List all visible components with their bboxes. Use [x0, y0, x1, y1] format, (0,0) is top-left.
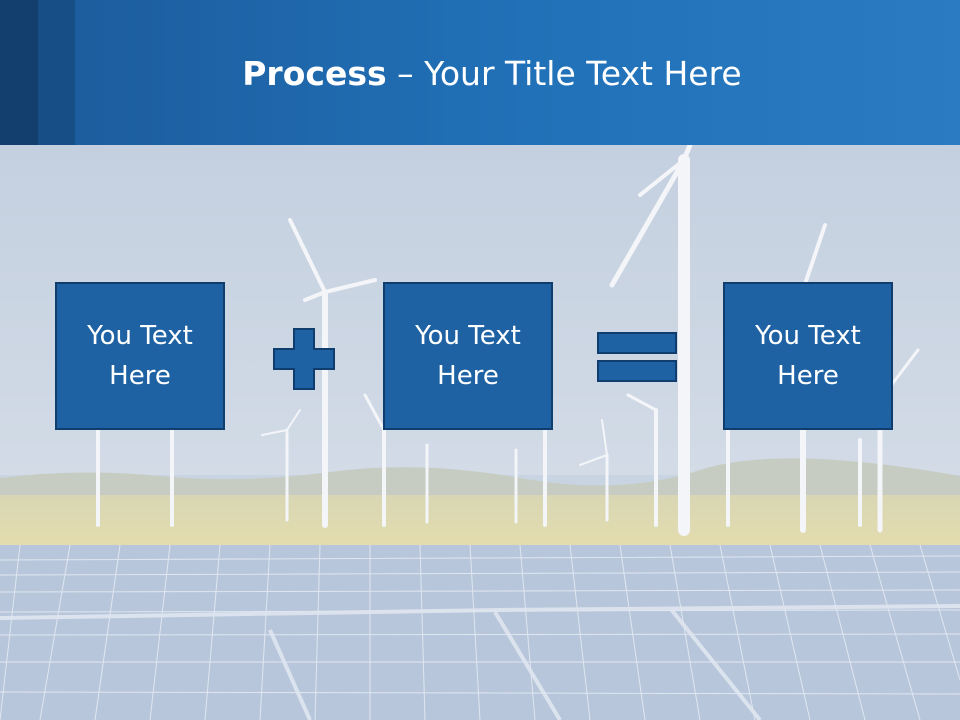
process-box-text: You Text Here [87, 321, 193, 391]
process-box-1[interactable]: You Text Here [55, 282, 225, 430]
process-box-text: You Text Here [755, 321, 861, 391]
background-scene [0, 145, 960, 720]
header-accent-strip [0, 0, 38, 145]
plus-icon [273, 328, 335, 390]
header-accent-strip [38, 0, 75, 145]
process-box-3[interactable]: You Text Here [723, 282, 893, 430]
header-bar: Process – Your Title Text Here [0, 0, 960, 145]
title-bold: Process [242, 54, 387, 93]
slide-title[interactable]: Process – Your Title Text Here [0, 52, 960, 96]
title-text: – Your Title Text Here [386, 54, 742, 93]
equals-icon [597, 332, 677, 382]
process-box-text: You Text Here [415, 321, 521, 391]
process-box-2[interactable]: You Text Here [383, 282, 553, 430]
